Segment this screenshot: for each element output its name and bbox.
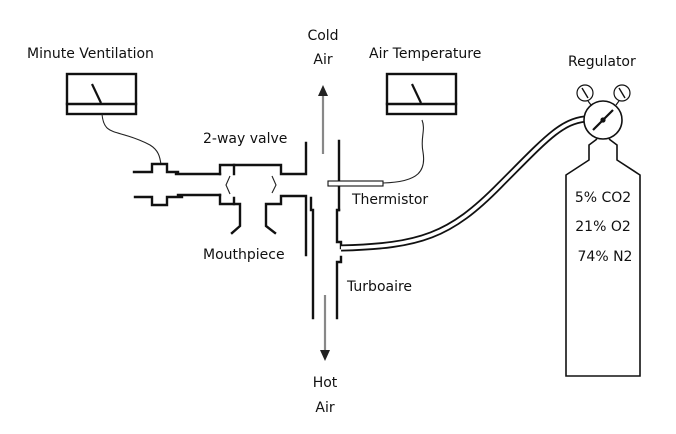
gas-cylinder-icon [565,138,641,377]
pneumotachograph-tube [132,162,222,207]
valve-flap-left [225,175,231,195]
thermistor-probe [327,119,425,187]
turboaire-tube [309,139,343,320]
meter-box [385,72,458,116]
meter-needle-icon [91,83,102,104]
regulator [576,84,631,140]
label-cold-air-line2: Air [313,52,332,68]
label-two-way-valve: 2-way valve [203,131,287,147]
label-hot-air-line2: Air [315,400,334,416]
hot-air-arrow [320,295,330,361]
label-thermistor: Thermistor [351,192,428,208]
label-regulator: Regulator [568,54,636,70]
label-mouthpiece: Mouthpiece [203,247,285,263]
label-minute-ventilation: Minute Ventilation [27,46,154,62]
cold-air-arrow [318,85,328,154]
meter-needle-icon [411,83,422,104]
valve-flap-right [271,175,277,194]
minute-ventilation-meter [65,72,162,166]
air-temperature-meter [385,72,458,116]
gas-mixture-o2: 21% O2 [575,219,631,235]
gas-hose [340,115,586,252]
label-air-temperature: Air Temperature [369,46,481,62]
gas-mixture-n2: 74% N2 [578,249,633,265]
label-hot-air-line1: Hot [313,375,338,391]
label-cold-air-line1: Cold [307,28,338,44]
two-way-valve [218,141,308,257]
meter-box [65,72,138,116]
meter-cable [101,113,162,166]
gas-mixture-co2: 5% CO2 [575,190,631,206]
label-turboaire: Turboaire [346,279,412,295]
